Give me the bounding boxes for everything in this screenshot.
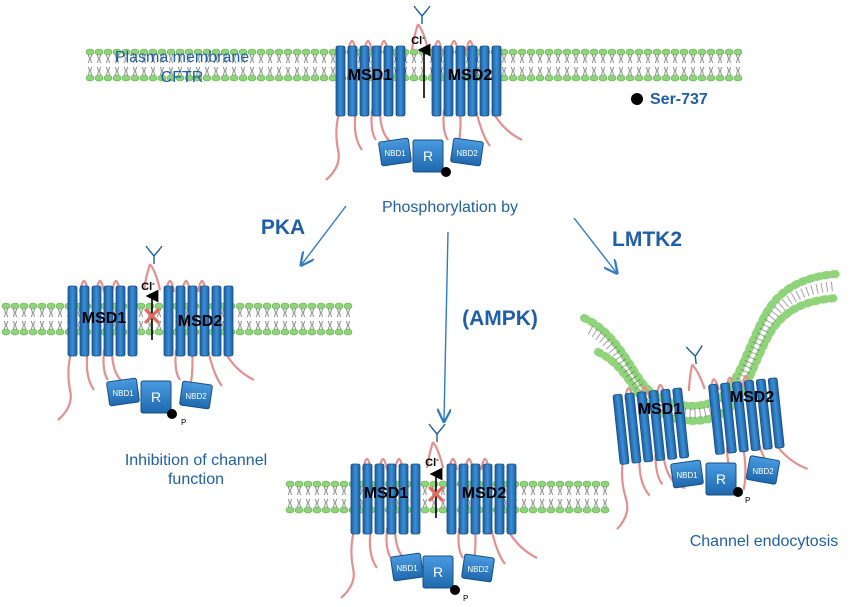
top-ion-label: Cl- — [411, 33, 425, 47]
middle-phospho-label: P — [463, 594, 468, 603]
right-msd1-label: MSD1 — [638, 401, 683, 418]
right-nbd1-label: NBD1 — [676, 471, 698, 480]
middle-nbd1-label: NBD1 — [396, 564, 418, 573]
right-msd2-label: MSD2 — [730, 389, 775, 406]
top-r-domain — [412, 139, 444, 173]
middle-msd2-label: MSD2 — [462, 485, 507, 502]
top-nbd2 — [450, 137, 484, 167]
middle-r-label: R — [433, 564, 443, 580]
left-phospho-label: P — [181, 418, 186, 427]
top-msd1-label: MSD1 — [348, 67, 393, 84]
middle-msd1-label: MSD1 — [364, 485, 409, 502]
left-r-label: R — [151, 389, 161, 405]
left-nbd2 — [179, 380, 213, 410]
left-ion-label: Cl- — [141, 279, 155, 293]
middle-r-domain — [422, 555, 454, 589]
top-nbd1-label: NBD1 — [384, 149, 406, 158]
kinase-ampk-label: (AMPK) — [462, 307, 538, 330]
right-nbd2-label: NBD2 — [752, 467, 774, 476]
arrow-to-lmtk2-panel — [573, 217, 616, 272]
top-msd2-label: MSD2 — [448, 67, 493, 84]
left-caption-line1: Inhibition of channel — [125, 452, 267, 469]
top-nbd2-label: NBD2 — [456, 149, 478, 158]
left-nbd1-label: NBD1 — [112, 389, 134, 398]
right-nbd2 — [745, 455, 781, 485]
left-block-x-icon — [144, 308, 160, 324]
top-nbd1 — [378, 137, 412, 167]
left-caption-line2: function — [168, 471, 224, 488]
kinase-lmtk2-label: LMTK2 — [612, 228, 682, 251]
right-nbd1 — [670, 459, 704, 489]
top-ser737-dot — [441, 167, 451, 177]
middle-ion-label: Cl- — [425, 455, 439, 469]
arrow-to-ampk-panel — [444, 231, 448, 420]
middle-nbd1 — [390, 552, 424, 582]
middle-block-x-icon — [428, 486, 444, 502]
left-nbd2-label: NBD2 — [185, 392, 207, 401]
arrow-to-pka-panel — [302, 205, 347, 264]
right-r-domain — [705, 462, 737, 496]
middle-nbd2 — [461, 553, 495, 583]
left-msd2-label: MSD2 — [178, 313, 223, 330]
left-phospho-dot — [167, 409, 177, 419]
membrane-label-line1: Plasma membrane — [115, 49, 249, 66]
left-nbd1 — [106, 377, 140, 407]
middle-nbd2-label: NBD2 — [467, 565, 489, 574]
right-r-label: R — [716, 471, 726, 487]
right-caption: Channel endocytosis — [690, 533, 839, 550]
right-phospho-label: P — [745, 496, 750, 505]
phosphorylation-caption: Phosphorylation by — [382, 199, 518, 216]
left-msd1-label: MSD1 — [82, 310, 127, 327]
ser737-legend-dot — [631, 93, 643, 105]
right-phospho-dot — [733, 487, 743, 497]
membrane-label-line2: CFTR — [161, 69, 204, 86]
left-r-domain — [140, 380, 172, 414]
ser737-legend-label: Ser-737 — [650, 91, 708, 108]
kinase-pka-label: PKA — [261, 216, 305, 239]
middle-phospho-dot — [450, 585, 460, 595]
top-r-label: R — [423, 148, 433, 164]
